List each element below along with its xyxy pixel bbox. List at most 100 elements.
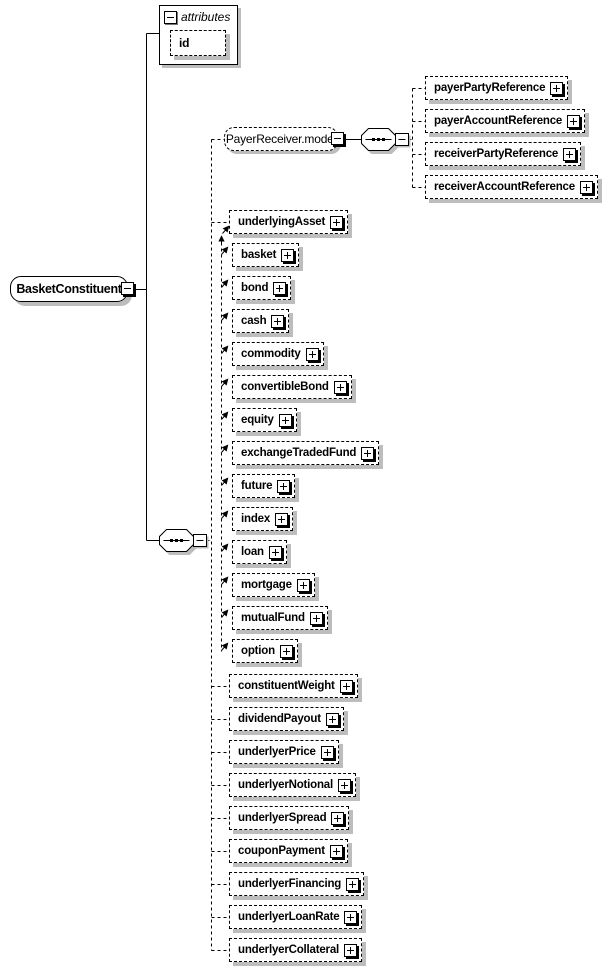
element-label: underlyerFinancing (238, 878, 342, 890)
element-convertibleBond[interactable]: convertibleBond (232, 375, 352, 399)
plus-icon[interactable] (344, 910, 358, 924)
plus-icon[interactable] (268, 545, 282, 559)
element-label: underlyingAsset (238, 216, 326, 228)
element-underlyerSpread[interactable]: underlyerSpread (229, 806, 350, 830)
attributes-title: attributes (181, 10, 231, 24)
element-equity[interactable]: equity (232, 408, 297, 432)
element-future[interactable]: future (232, 474, 296, 498)
plus-icon[interactable] (550, 81, 564, 95)
minus-icon[interactable] (164, 10, 177, 24)
substitution-arrow (222, 225, 230, 234)
element-basket[interactable]: basket (232, 243, 300, 267)
element-option[interactable]: option (232, 639, 298, 663)
sequence-icon[interactable] (361, 128, 411, 154)
substitution-arrow (221, 312, 229, 321)
attributes-header: attributes (160, 6, 237, 24)
element-receiverPartyReference[interactable]: receiverPartyReference (425, 142, 582, 166)
substitution-arrow (221, 246, 229, 255)
element-index[interactable]: index (232, 507, 294, 531)
element-label: payerPartyReference (434, 82, 546, 94)
element-label: underlyerNotional (238, 779, 334, 791)
element-underlyerNotional[interactable]: underlyerNotional (229, 773, 357, 797)
element-label: underlyerLoanRate (238, 911, 340, 923)
element-underlyerLoanRate[interactable]: underlyerLoanRate (229, 905, 363, 929)
plus-icon[interactable] (579, 180, 593, 194)
plus-icon[interactable] (278, 413, 292, 427)
element-label: convertibleBond (241, 381, 329, 393)
element-label: cash (241, 315, 267, 327)
plus-icon[interactable] (273, 281, 287, 295)
plus-icon[interactable] (361, 446, 375, 460)
element-constituentWeight[interactable]: constituentWeight (229, 674, 358, 698)
plus-icon[interactable] (275, 512, 289, 526)
substitution-arrow (221, 444, 229, 453)
plus-icon[interactable] (309, 611, 323, 625)
plus-icon[interactable] (346, 877, 360, 891)
element-underlyerPrice[interactable]: underlyerPrice (229, 740, 339, 764)
element-label: basket (241, 249, 277, 261)
element-payerAccountReference[interactable]: payerAccountReference (425, 109, 586, 133)
plus-icon[interactable] (330, 215, 344, 229)
group-PayerReceiver-model[interactable]: PayerReceiver.model (224, 127, 344, 151)
element-payerPartyReference[interactable]: payerPartyReference (425, 76, 569, 100)
plus-icon[interactable] (281, 248, 295, 262)
element-BasketConstituent[interactable]: BasketConstituent (10, 276, 134, 302)
element-label: loan (241, 546, 264, 558)
plus-icon[interactable] (333, 380, 347, 394)
plus-icon[interactable] (331, 811, 345, 825)
attribute-label: id (179, 36, 190, 50)
plus-icon[interactable] (344, 943, 358, 957)
element-loan[interactable]: loan (232, 540, 287, 564)
element-underlyingAsset[interactable]: underlyingAsset (229, 210, 349, 234)
attribute-id[interactable]: id (170, 30, 226, 56)
element-label: commodity (241, 348, 301, 360)
element-label: underlyerPrice (238, 746, 316, 758)
element-couponPayment[interactable]: couponPayment (229, 839, 348, 863)
plus-icon[interactable] (320, 745, 334, 759)
plus-icon[interactable] (305, 347, 319, 361)
substitution-arrow (221, 345, 229, 354)
element-label: receiverPartyReference (434, 148, 559, 160)
plus-icon[interactable] (296, 578, 310, 592)
element-bond[interactable]: bond (232, 276, 292, 300)
element-label: future (241, 480, 273, 492)
element-label: index (241, 513, 271, 525)
element-label: underlyerSpread (238, 812, 327, 824)
element-mortgage[interactable]: mortgage (232, 573, 315, 597)
substitution-arrow (221, 543, 229, 552)
element-label: bond (241, 282, 269, 294)
element-label: constituentWeight (238, 680, 335, 692)
element-exchangeTradedFund[interactable]: exchangeTradedFund (232, 441, 380, 465)
plus-icon[interactable] (329, 844, 343, 858)
root-element-label: BasketConstituent (16, 282, 122, 296)
attributes-panel: attributes id (159, 5, 238, 65)
minus-icon[interactable] (331, 132, 344, 145)
element-label: underlyerCollateral (238, 944, 340, 956)
element-commodity[interactable]: commodity (232, 342, 324, 366)
element-label: couponPayment (238, 845, 325, 857)
element-label: receiverAccountReference (434, 181, 575, 193)
plus-icon[interactable] (271, 314, 285, 328)
element-receiverAccountReference[interactable]: receiverAccountReference (425, 175, 598, 199)
element-label: exchangeTradedFund (241, 447, 357, 459)
element-mutualFund[interactable]: mutualFund (232, 606, 328, 630)
element-underlyerCollateral[interactable]: underlyerCollateral (229, 938, 363, 962)
plus-icon[interactable] (563, 147, 577, 161)
plus-icon[interactable] (338, 778, 352, 792)
plus-icon[interactable] (279, 644, 293, 658)
plus-icon[interactable] (325, 712, 339, 726)
plus-icon[interactable] (567, 114, 581, 128)
element-cash[interactable]: cash (232, 309, 290, 333)
substitution-arrow (221, 378, 229, 387)
plus-icon[interactable] (277, 479, 291, 493)
element-underlyerFinancing[interactable]: underlyerFinancing (229, 872, 365, 896)
substitution-arrow (221, 279, 229, 288)
plus-icon[interactable] (339, 679, 353, 693)
element-dividendPayout[interactable]: dividendPayout (229, 707, 344, 731)
group-label: PayerReceiver.model (225, 132, 337, 146)
substitution-arrow (221, 411, 229, 420)
minus-icon[interactable] (121, 282, 134, 295)
sequence-icon[interactable] (159, 529, 209, 555)
